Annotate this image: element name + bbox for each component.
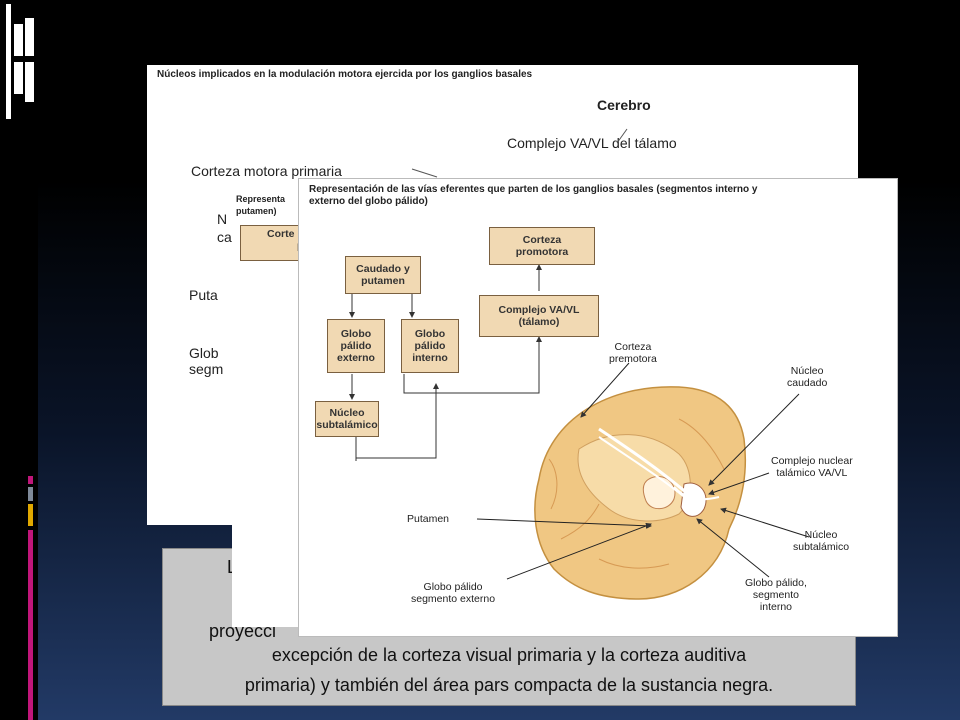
box-frag-1: Corte [267,228,295,240]
label-line: Globo pálido, [745,577,807,589]
brain-label-corteza-premotora: Corteza premotora [609,341,657,365]
box-text: pálido [340,340,372,352]
panel1-pointer-lines [411,128,628,178]
box-globo-interno: Globo pálido interno [401,319,459,373]
text-line-4: primaria) y también del área pars compac… [244,675,774,695]
box-nucleo-subtalamico: Núcleo subtalámico [315,401,379,437]
box-globo-externo: Globo pálido externo [327,319,385,373]
label-fragment-puta: Puta [189,287,218,303]
label-line: Núcleo [804,529,838,541]
label-fragment-glob: Glob [189,345,219,361]
box-corteza-promotora: Corteza promotora [489,227,595,265]
brain-label-globo-interno: Globo pálido, segmento interno [745,577,807,613]
box-text: Globo [340,328,372,340]
label-fragment-segm: segm [189,361,224,377]
box-text: subtalámico [316,419,378,431]
box-text: interno [412,352,448,364]
accent-bar-yellow [28,504,33,526]
accent-bar-magenta-top [28,476,33,484]
figure-caption-3a: Representación de las vías eferentes que… [309,184,758,195]
figure-caption-2a: Representa [236,194,286,204]
brain-label-complejo-nuclear: Complejo nuclear talámico VA/VL [771,455,853,479]
window-grid-icon [6,4,34,119]
label-fragment-ca: ca [217,229,232,245]
brain-label-nucleo-subtalamico: Núcleo subtalámico [793,529,849,553]
complejo-label: Complejo VA/VL del tálamo [507,135,677,151]
figure-caption: Núcleos implicados en la modulación moto… [157,69,533,80]
accent-bar-gray [28,487,33,501]
figure-caption-3b: externo del globo pálido) [309,196,428,207]
accent-bar-magenta [28,530,33,720]
box-text: Núcleo [329,407,365,419]
box-complejo-vavl: Complejo VA/VL (tálamo) [479,295,599,337]
label-line: segmento [752,589,799,601]
text-line-3: excepción de la corteza visual primaria … [271,645,747,665]
corteza-motora-label: Corteza motora primaria [191,163,342,179]
label-fragment-n: N [217,211,228,227]
label-line: caudado [787,377,828,389]
label-line: Globo pálido [423,581,483,593]
box-text: promotora [515,246,569,258]
box-text: pálido [414,340,446,352]
box-text: Corteza [522,234,562,246]
flowchart-connectors [349,264,810,600]
label-line: segmento externo [411,593,496,605]
label-line: Complejo nuclear [771,455,853,467]
box-text: (tálamo) [518,316,560,328]
box-text: putamen [361,275,405,287]
box-frag-2: p [243,240,303,252]
figure-caption-2b: putamen) [236,206,277,216]
brain-label-nucleo-caudado: Núcleo caudado [787,365,827,389]
box-text: externo [337,352,375,364]
label-line: interno [759,601,792,613]
brain-label-putamen: Putamen [407,513,450,525]
label-line: Corteza [614,341,652,353]
brain-label-globo-externo: Globo pálido segmento externo [411,581,495,605]
figure-panel-efferent-pathways: Representación de las vías eferentes que… [298,178,898,637]
box-text: Complejo VA/VL [498,304,580,316]
cerebro-label: Cerebro [597,97,651,113]
label-line: premotora [609,353,657,365]
label-line: subtalámico [793,541,850,553]
box-text: Globo [414,328,446,340]
box-text: Caudado y [356,263,410,275]
box-caudado-putamen: Caudado y putamen [345,256,421,294]
label-line: Núcleo [790,365,824,377]
brain-section-illustration [534,386,747,600]
label-line: talámico VA/VL [776,467,848,479]
